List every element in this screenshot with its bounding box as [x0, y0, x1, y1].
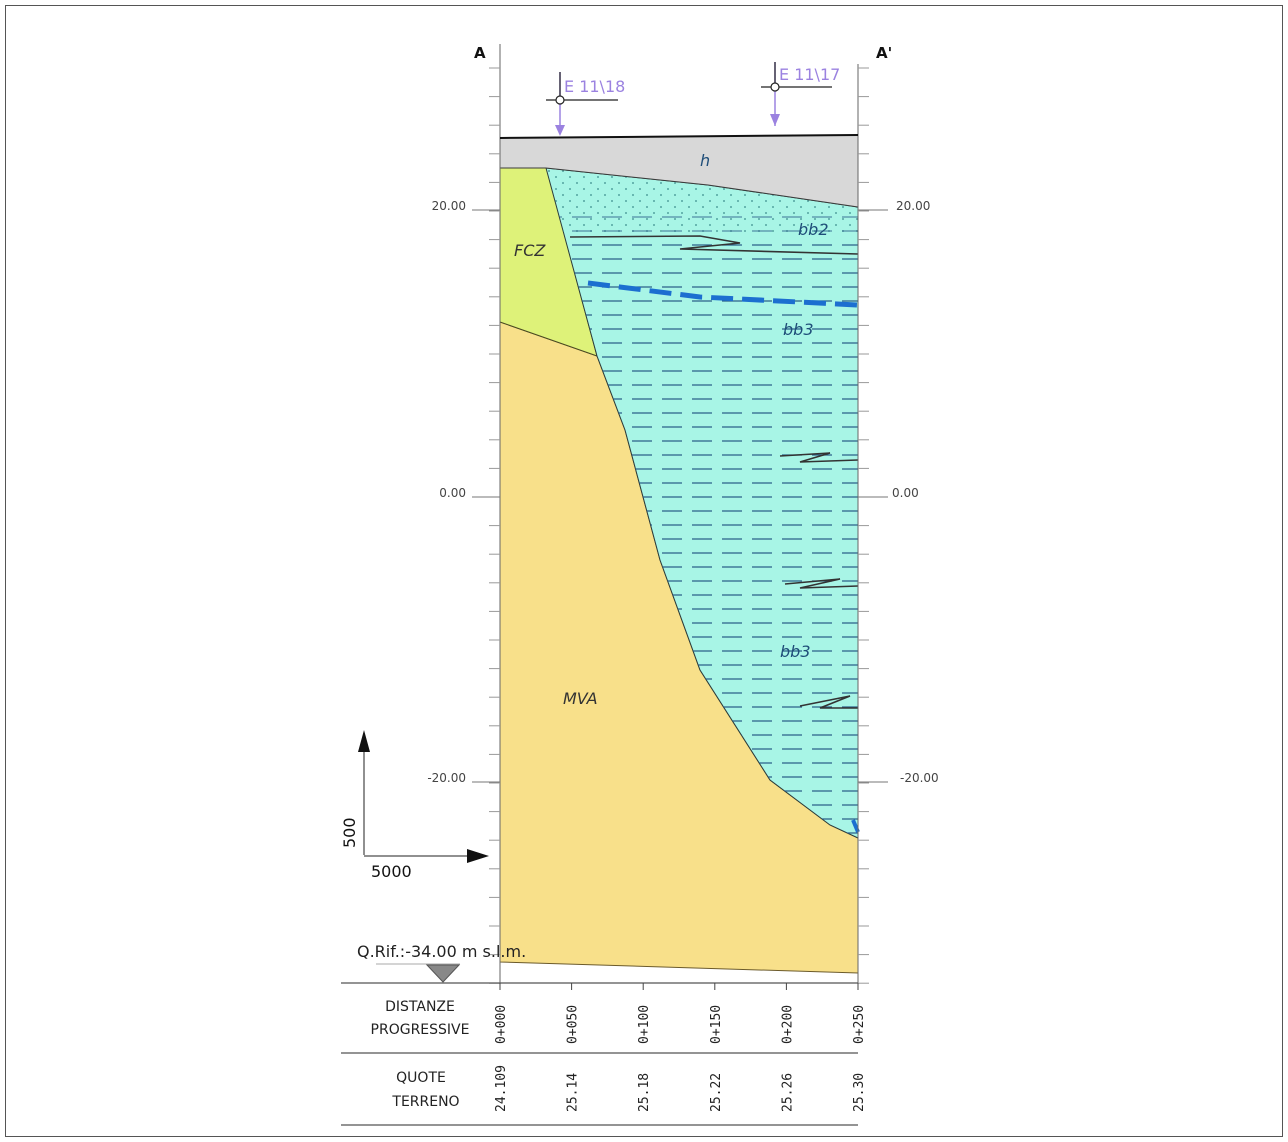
quotes-row-label-2: TERRENO	[391, 1094, 459, 1110]
quote-value: 25.30	[852, 1073, 867, 1112]
left-elev-neg20: -20.00	[427, 771, 466, 785]
water-table-line-bottom	[851, 819, 860, 833]
reference-level: Q.Rif.:-34.00 m s.l.m.	[357, 942, 526, 983]
right-elev-20: 20.00	[896, 199, 930, 213]
vertical-scale-label: 500	[340, 817, 359, 848]
bb2-dash-hatch	[546, 212, 858, 236]
scale-indicator: 500 5000	[340, 730, 489, 881]
unit-label-bb3-lower: bb3	[780, 642, 811, 661]
distances-row-label-1: DISTANZE	[385, 999, 455, 1015]
quotes-row-label-1: QUOTE	[396, 1070, 446, 1086]
unit-label-fcz: FCZ	[514, 241, 546, 260]
horizontal-scale-label: 5000	[371, 862, 412, 881]
unit-label-bb3-upper: bb3	[783, 320, 814, 339]
right-tick-marks	[858, 67, 869, 984]
section-end-label: A'	[876, 44, 892, 62]
distance-value: 0+200	[780, 1005, 795, 1044]
reference-label: Q.Rif.:-34.00 m s.l.m.	[357, 942, 526, 961]
section-start-label: A	[474, 44, 486, 62]
distance-value: 0+000	[494, 1005, 509, 1044]
unit-label-mva: MVA	[563, 689, 598, 708]
right-arrow-icon	[467, 849, 489, 863]
unit-label-h: h	[700, 151, 710, 170]
distances-row-label-2: PROGRESSIVE	[371, 1022, 470, 1038]
right-elev-neg20: -20.00	[900, 771, 939, 785]
quote-value: 25.22	[709, 1073, 724, 1112]
right-elevation-scale: 20.00 0.00 -20.00	[858, 199, 939, 785]
distance-value: 0+250	[852, 1005, 867, 1044]
left-elev-20: 20.00	[432, 199, 466, 213]
quote-value: 24.109	[494, 1065, 509, 1112]
distance-value: 0+050	[566, 1005, 581, 1044]
borehole-label-e11-17: E 11\17	[779, 65, 840, 84]
interfingering-lenses	[569, 235, 859, 709]
borehole-e11-17: E 11\17	[761, 62, 840, 126]
borehole-label-e11-18: E 11\18	[564, 77, 625, 96]
reference-triangle-icon	[425, 964, 461, 983]
quote-value: 25.26	[780, 1073, 795, 1112]
left-elev-0: 0.00	[439, 486, 466, 500]
quote-value: 25.14	[566, 1073, 581, 1112]
up-arrow-icon	[358, 730, 370, 752]
data-table: DISTANZE PROGRESSIVE QUOTE TERRENO 0+000…	[341, 982, 867, 1126]
quote-value: 25.18	[637, 1073, 652, 1112]
borehole-e11-18: E 11\18	[546, 72, 625, 136]
distance-value: 0+150	[709, 1005, 724, 1044]
ground-surface-line	[499, 134, 859, 139]
unit-label-bb2: bb2	[798, 220, 829, 239]
right-elev-0: 0.00	[892, 486, 919, 500]
left-tick-marks	[489, 67, 500, 984]
distance-value: 0+100	[637, 1005, 652, 1044]
water-table-line	[587, 280, 859, 308]
left-elevation-scale: 20.00 0.00 -20.00	[427, 199, 500, 785]
